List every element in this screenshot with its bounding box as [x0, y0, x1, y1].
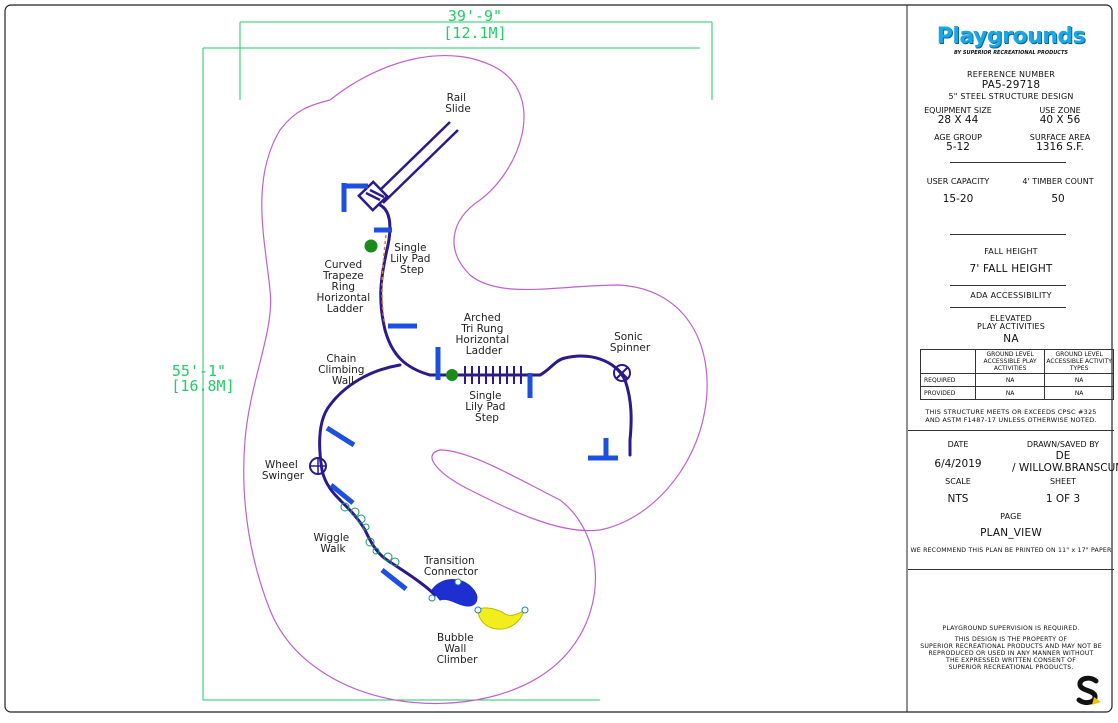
ada-cell: NA	[974, 386, 1046, 400]
wiggle-walk	[340, 502, 400, 567]
structure-paths	[318, 203, 633, 597]
ada-cell: NA	[974, 373, 1046, 387]
elevated-value: NA	[1003, 333, 1019, 345]
supervision-note: PLAYGROUND SUPERVISION IS REQUIRED.	[942, 625, 1080, 632]
ada-header-cell: GROUND LEVEL ACCESSIBLE ACTIVITY TYPES	[1044, 349, 1114, 374]
sonic-spinner	[613, 364, 631, 382]
sheet: 1 OF 3	[1045, 493, 1081, 505]
ada-row-label: REQUIRED	[920, 373, 976, 387]
label-rail-slide: Rail Slide	[445, 92, 471, 115]
user-capacity-label: USER CAPACITY	[926, 177, 990, 186]
compliance-line-1: THIS STRUCTURE MEETS OR EXCEEDS CPSC #32…	[925, 408, 1097, 416]
brand-logo: Playgrounds	[936, 24, 1086, 49]
equipment-size: 28 X 44	[937, 114, 979, 126]
label-wheel-swinger: Wheel Swinger	[262, 459, 305, 482]
page-label: PAGE	[1000, 512, 1022, 521]
section-divider	[908, 430, 1114, 431]
use-zone-label: USE ZONE	[1039, 106, 1081, 115]
property-line-1: THIS DESIGN IS THE PROPERTY OF	[954, 636, 1068, 643]
ada-label: ADA ACCESSIBILITY	[970, 291, 1052, 300]
equipment-size-label: EQUIPMENT SIZE	[924, 106, 992, 115]
deck-bars	[325, 183, 618, 591]
rail-slide	[357, 121, 459, 212]
divider	[950, 162, 1066, 163]
lily-pad-path	[381, 234, 387, 326]
divider	[950, 307, 1066, 308]
age-group: 5-12	[946, 141, 970, 153]
timber-count-label: 4' TIMBER COUNT	[1022, 177, 1094, 186]
superior-s-logo-icon	[1076, 675, 1101, 706]
reference-number-label: REFERENCE NUMBER	[966, 70, 1056, 79]
scale: NTS	[947, 493, 969, 505]
fall-height-label: FALL HEIGHT	[984, 247, 1038, 256]
divider	[950, 285, 1066, 286]
page: PLAN_VIEW	[980, 527, 1042, 539]
elevated-label-2: PLAY ACTIVITIES	[976, 322, 1046, 331]
fall-height: 7' FALL HEIGHT	[969, 263, 1053, 275]
title-block: Playgrounds BY SUPERIOR RECREATIONAL PRO…	[908, 6, 1118, 712]
design-type: 5" STEEL STRUCTURE DESIGN	[948, 92, 1074, 101]
label-wiggle-walk: Wiggle Walk	[313, 532, 352, 555]
ada-header-cell: GROUND LEVEL ACCESSIBLE PLAY ACTIVITIES	[974, 349, 1046, 374]
width-metric-label: [12.1M]	[443, 24, 506, 42]
table-row: REQUIRED NA NA	[920, 373, 1114, 387]
label-single-lily-pad-step-mid: Single Lily Pad Step	[465, 390, 509, 424]
date-label: DATE	[947, 440, 969, 449]
transition-connector	[428, 578, 478, 607]
ada-row-label: PROVIDED	[920, 386, 976, 400]
timber-count: 50	[1051, 193, 1065, 205]
use-zone: 40 X 56	[1039, 114, 1081, 126]
label-curved-trapeze: Curved Trapeze Ring Horizontal Ladder	[317, 259, 374, 315]
tri-rung-ladder	[464, 366, 522, 384]
bubble-wall-climber	[474, 606, 529, 630]
user-capacity: 15-20	[942, 193, 974, 205]
elevated-label-1: ELEVATED	[989, 314, 1033, 323]
wheel-swinger	[309, 457, 327, 475]
width-imperial-label: 39'-9"	[448, 7, 502, 25]
age-group-label: AGE GROUP	[934, 133, 982, 142]
component-labels: Rail Slide Single Lily Pad Step Curved T…	[262, 92, 651, 666]
dimension-lines	[202, 21, 713, 701]
lily-pad-mid	[446, 369, 458, 381]
drawn-by-2: / WILLOW.BRANSCUM	[1012, 462, 1118, 474]
ada-table: GROUND LEVEL ACCESSIBLE PLAY ACTIVITIES …	[920, 349, 1114, 400]
property-line-3: REPRODUCED OR USED IN ANY MANNER WITHOUT	[928, 650, 1094, 657]
lily-pad-top	[364, 239, 378, 253]
print-note: WE RECOMMEND THIS PLAN BE PRINTED ON 11"…	[910, 547, 1112, 554]
label-chain-climbing-wall: Chain Climbing Wall	[318, 353, 368, 387]
drawn-label: DRAWN/SAVED BY	[1026, 440, 1100, 449]
sheet-label: SHEET	[1049, 477, 1077, 486]
drawn-by-1: DE	[1055, 450, 1071, 462]
use-zone-outline	[243, 55, 708, 705]
ada-cell: NA	[1044, 373, 1114, 387]
surface-area-label: SURFACE AREA	[1029, 133, 1091, 142]
label-single-lily-pad-step-top: Single Lily Pad Step	[390, 242, 434, 276]
surface-area: 1316 S.F.	[1036, 141, 1084, 153]
compliance-line-2: AND ASTM F1487-17 UNLESS OTHERWISE NOTED…	[925, 416, 1097, 424]
ada-table-header-row: GROUND LEVEL ACCESSIBLE PLAY ACTIVITIES …	[920, 349, 1114, 374]
ada-cell: NA	[1044, 386, 1114, 400]
table-row: PROVIDED NA NA	[920, 386, 1114, 400]
date: 6/4/2019	[934, 458, 982, 470]
section-divider	[908, 569, 1114, 570]
label-arched-tri-rung: Arched Tri Rung Horizontal Ladder	[456, 312, 513, 357]
label-bubble-wall-climber: Bubble Wall Climber	[437, 632, 479, 666]
height-metric-label: [16.8M]	[171, 377, 234, 395]
divider	[950, 234, 1066, 235]
height-imperial-label: 55'-1"	[172, 362, 226, 380]
ada-header-cell	[920, 349, 976, 374]
brand-subtitle: BY SUPERIOR RECREATIONAL PRODUCTS	[954, 50, 1068, 56]
label-transition-connector: Transition Connector	[423, 555, 479, 578]
scale-label: SCALE	[945, 477, 971, 486]
property-line-5: SUPERIOR RECREATIONAL PRODUCTS.	[948, 664, 1074, 671]
reference-number: PA5-29718	[981, 79, 1041, 91]
property-line-2: SUPERIOR RECREATIONAL PRODUCTS AND MAY N…	[920, 643, 1102, 650]
label-sonic-spinner: Sonic Spinner	[610, 331, 651, 354]
property-line-4: THE EXPRESSED WRITTEN CONSENT OF	[946, 657, 1076, 664]
